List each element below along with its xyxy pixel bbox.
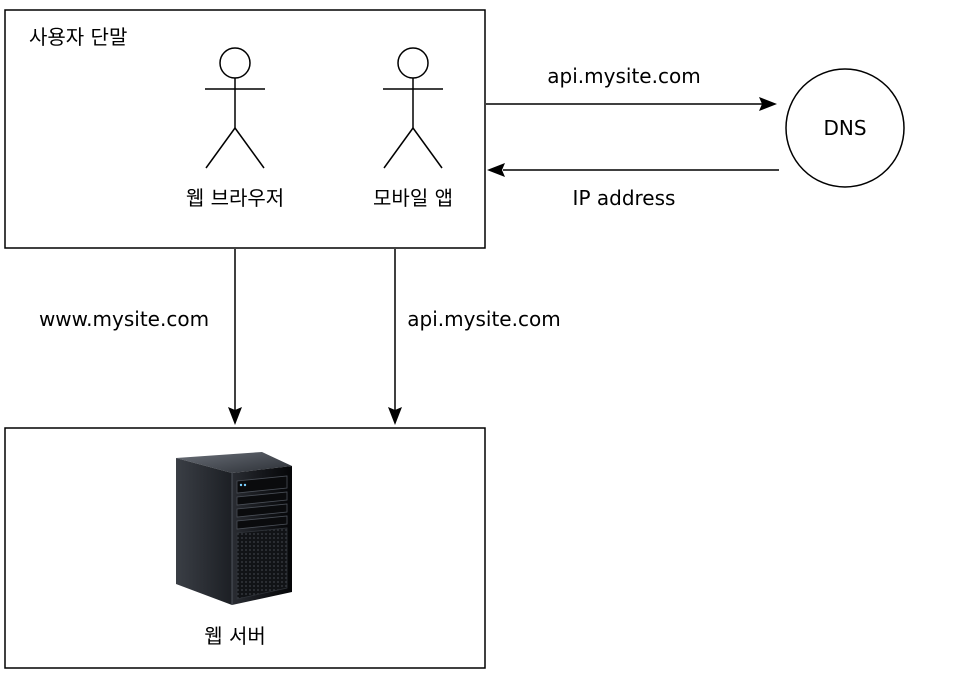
edge-to-dns: api.mysite.com — [486, 64, 777, 111]
arrowhead-left-icon — [487, 163, 505, 177]
mobile-app-label: 모바일 앱 — [373, 186, 453, 210]
dns-label: DNS — [823, 116, 866, 140]
server-tower-icon — [176, 452, 292, 605]
dns-node: DNS — [785, 68, 905, 188]
person-icon — [205, 47, 265, 169]
arrowhead-right-icon — [759, 97, 777, 111]
web-browser-actor: 웹 브라우저 — [186, 47, 284, 210]
edge-from-dns: IP address — [487, 163, 779, 210]
arrowhead-down-icon — [228, 407, 242, 425]
web-browser-label: 웹 브라우저 — [186, 186, 284, 210]
edge-label-browser-to-server: www.mysite.com — [39, 307, 209, 331]
web-server-box: 웹 서버 — [4, 427, 486, 669]
arrowhead-down-icon — [388, 407, 402, 425]
edge-label-from-dns: IP address — [573, 186, 676, 210]
user-device-label: 사용자 단말 — [29, 25, 127, 49]
web-server-label: 웹 서버 — [204, 624, 266, 648]
mobile-app-actor: 모바일 앱 — [373, 47, 453, 210]
edge-app-to-server: api.mysite.com — [388, 249, 561, 425]
edge-browser-to-server: www.mysite.com — [39, 249, 242, 425]
person-icon — [383, 47, 443, 169]
edge-label-to-dns: api.mysite.com — [547, 64, 700, 88]
edge-label-app-to-server: api.mysite.com — [407, 307, 560, 331]
